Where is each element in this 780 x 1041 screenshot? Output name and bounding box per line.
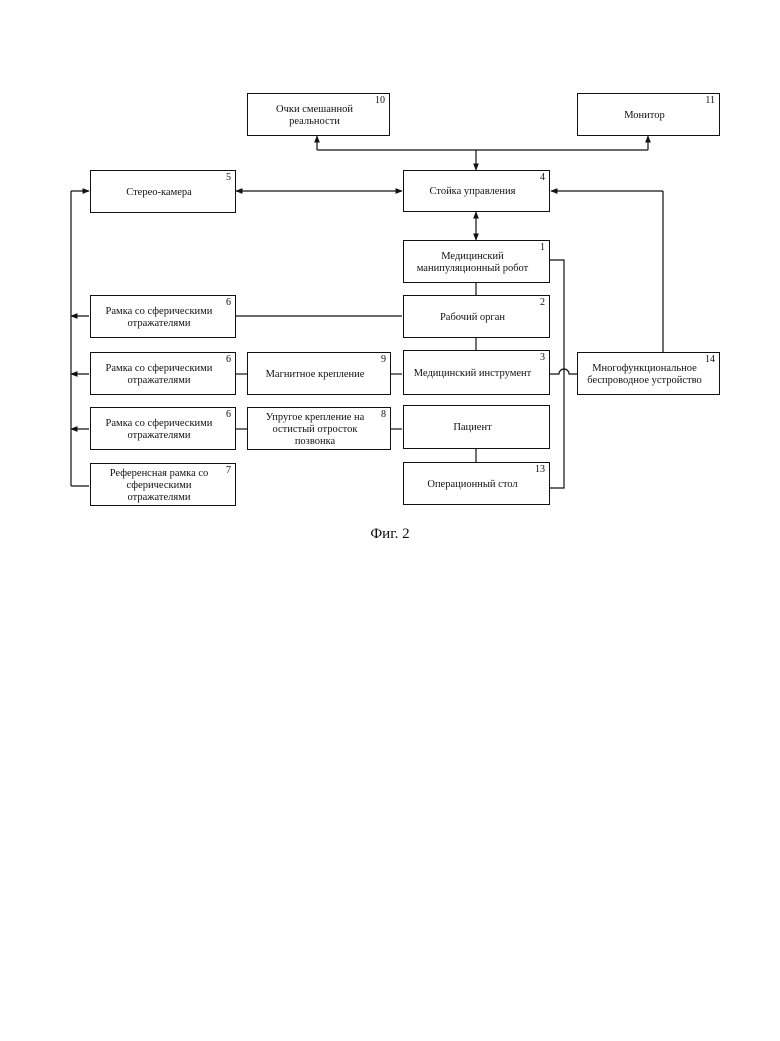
block-control-rack: Стойка управления 4: [403, 170, 550, 212]
block-reflector-frame-2: Рамка со сферическими отражателями 6: [90, 352, 236, 395]
block-wireless-device: Многофункциональное беспроводное устройс…: [577, 352, 720, 395]
block-number: 10: [375, 96, 385, 106]
block-label: Медицинский манипуляционный робот: [410, 251, 535, 275]
block-label: Многофункциональное беспроводное устройс…: [584, 363, 705, 387]
block-label: Медицинский инструмент: [414, 368, 532, 380]
block-medical-instrument: Медицинский инструмент 3: [403, 350, 550, 395]
block-number: 2: [540, 298, 545, 308]
block-number: 9: [381, 355, 386, 365]
block-label: Рамка со сферическими отражателями: [97, 306, 221, 330]
block-label: Монитор: [624, 110, 665, 122]
block-reflector-frame-3: Рамка со сферическими отражателями 6: [90, 407, 236, 450]
block-number: 13: [535, 465, 545, 475]
block-number: 5: [226, 173, 231, 183]
block-reference-frame: Референсная рамка со сферическими отража…: [90, 463, 236, 506]
block-label: Референсная рамка со сферическими отража…: [97, 468, 221, 504]
block-number: 1: [540, 243, 545, 253]
block-label: Стойка управления: [430, 186, 516, 198]
block-number: 7: [226, 466, 231, 476]
block-label: Стерео-камера: [126, 187, 192, 199]
block-mixed-reality-glasses: Очки смешанной реальности 10: [247, 93, 390, 136]
block-label: Рабочий орган: [440, 312, 505, 324]
block-number: 8: [381, 410, 386, 420]
block-label: Пациент: [453, 422, 491, 434]
block-medical-robot: Медицинский манипуляционный робот 1: [403, 240, 550, 283]
block-number: 11: [705, 96, 715, 106]
block-number: 6: [226, 410, 231, 420]
block-elastic-mount: Упругое крепление на остистый отросток п…: [247, 407, 391, 450]
block-patient: Пациент: [403, 405, 550, 449]
block-number: 6: [226, 355, 231, 365]
block-label: Магнитное крепление: [266, 369, 365, 381]
block-operating-table: Операционный стол 13: [403, 462, 550, 505]
block-label: Рамка со сферическими отражателями: [97, 418, 221, 442]
block-stereo-camera: Стерео-камера 5: [90, 170, 236, 213]
block-reflector-frame-1: Рамка со сферическими отражателями 6: [90, 295, 236, 338]
block-number: 6: [226, 298, 231, 308]
block-label: Упругое крепление на остистый отросток п…: [254, 412, 376, 448]
block-label: Операционный стол: [427, 479, 517, 491]
block-number: 14: [705, 355, 715, 365]
block-monitor: Монитор 11: [577, 93, 720, 136]
block-working-organ: Рабочий орган 2: [403, 295, 550, 338]
block-number: 4: [540, 173, 545, 183]
block-magnetic-mount: Магнитное крепление 9: [247, 352, 391, 395]
block-label: Рамка со сферическими отражателями: [97, 363, 221, 387]
block-label: Очки смешанной реальности: [254, 104, 375, 128]
figure-caption: Фиг. 2: [0, 526, 780, 543]
block-number: 3: [540, 353, 545, 363]
